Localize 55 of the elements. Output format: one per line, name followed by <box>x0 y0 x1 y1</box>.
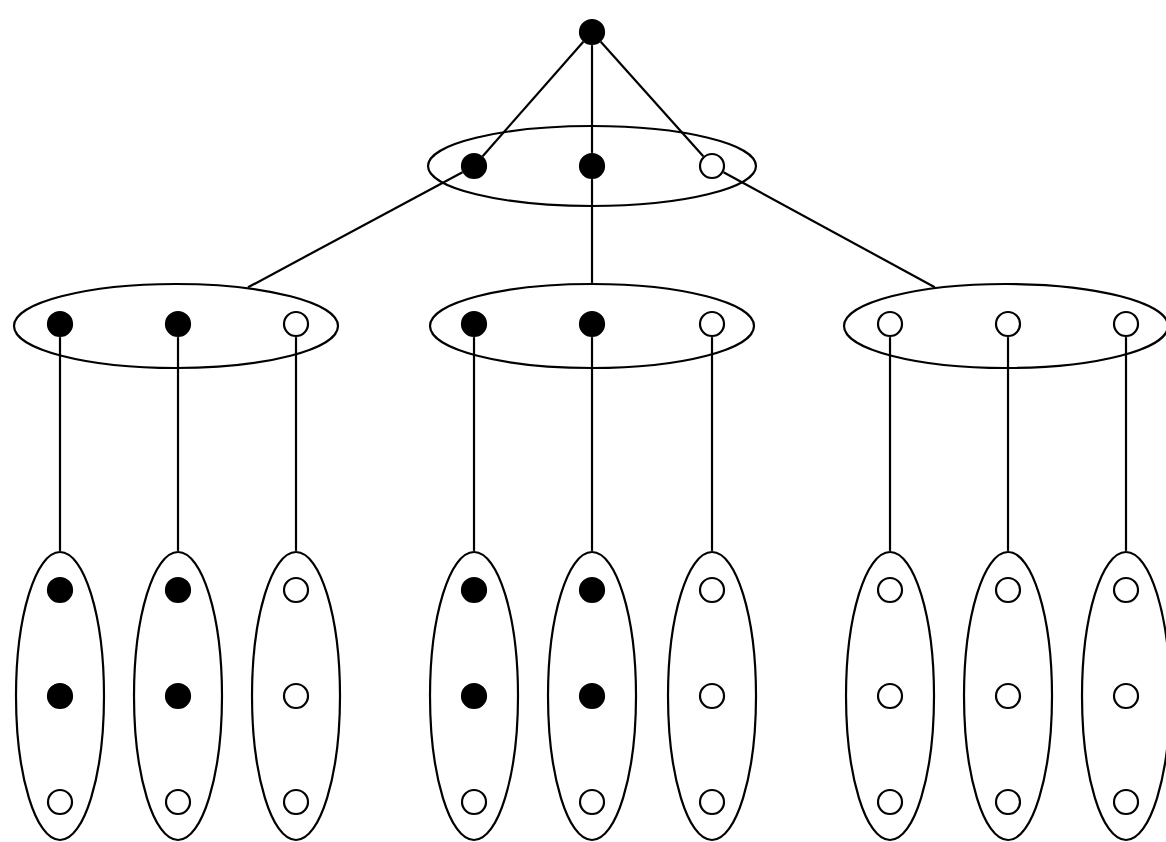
dot <box>578 152 606 180</box>
dot <box>578 682 606 710</box>
circle <box>698 310 726 338</box>
dot <box>164 310 192 338</box>
circle <box>578 788 606 816</box>
connector-line <box>481 41 585 157</box>
dot <box>46 682 74 710</box>
circle <box>994 310 1022 338</box>
connector-line <box>590 45 594 153</box>
circle <box>698 788 726 816</box>
connector-line <box>590 179 594 283</box>
circle <box>994 576 1022 604</box>
dot <box>460 576 488 604</box>
circle <box>282 788 310 816</box>
circle <box>994 682 1022 710</box>
connector-line <box>176 337 180 551</box>
dot <box>46 310 74 338</box>
circle <box>876 788 904 816</box>
dot <box>46 576 74 604</box>
connector-line <box>58 337 62 551</box>
circle <box>698 152 726 180</box>
circle <box>282 682 310 710</box>
circle <box>876 310 904 338</box>
circle <box>1112 788 1140 816</box>
circle <box>876 682 904 710</box>
connector-line <box>1006 337 1010 551</box>
dot <box>578 310 606 338</box>
connector-line <box>247 171 463 289</box>
dot <box>460 310 488 338</box>
connector-line <box>590 337 594 551</box>
circle <box>698 682 726 710</box>
connector-line <box>888 337 892 551</box>
connector-line <box>723 171 936 289</box>
circle <box>994 788 1022 816</box>
connector-line <box>472 337 476 551</box>
circle <box>460 788 488 816</box>
connector-line <box>710 337 714 551</box>
dot <box>460 682 488 710</box>
circle <box>282 576 310 604</box>
circle <box>1112 310 1140 338</box>
dot <box>164 682 192 710</box>
circle <box>46 788 74 816</box>
circle <box>876 576 904 604</box>
circle <box>698 576 726 604</box>
dot <box>460 152 488 180</box>
circle <box>1112 576 1140 604</box>
dot <box>164 576 192 604</box>
circle <box>164 788 192 816</box>
dot <box>578 18 606 46</box>
connector-line <box>294 337 298 551</box>
connector-line <box>599 41 705 157</box>
connector-line <box>1124 337 1128 551</box>
dot <box>578 576 606 604</box>
circle <box>282 310 310 338</box>
circle <box>1112 682 1140 710</box>
